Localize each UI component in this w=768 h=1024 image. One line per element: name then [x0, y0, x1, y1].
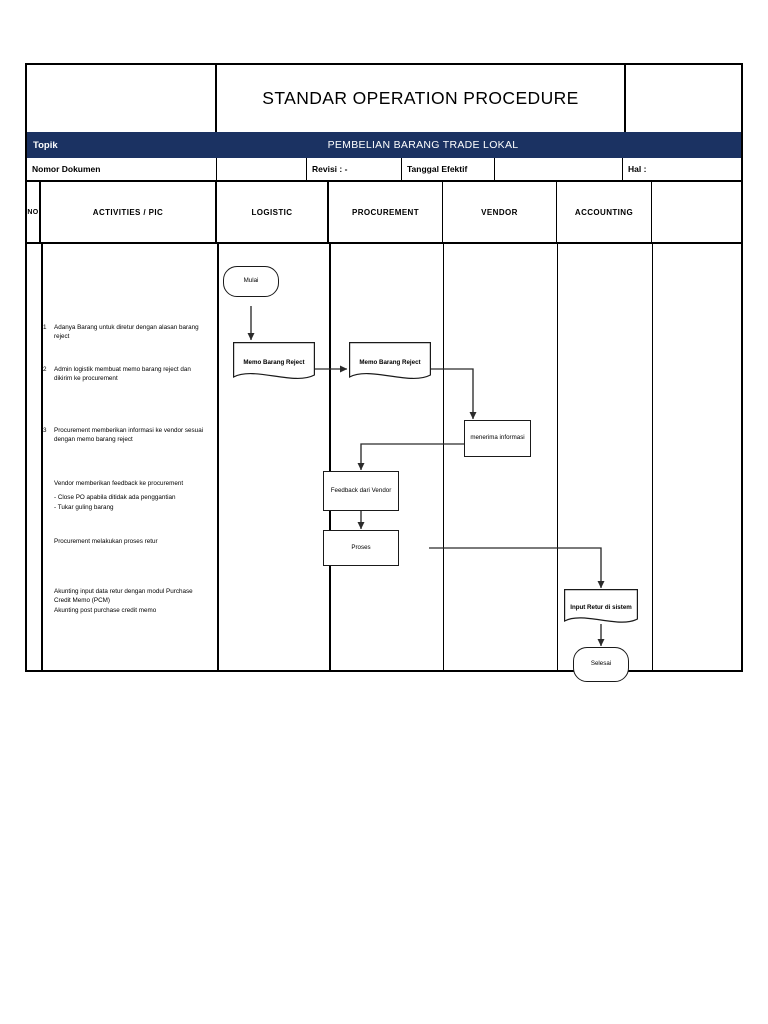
lane-divider-activities	[217, 244, 219, 670]
document-shape-icon	[564, 589, 638, 623]
lane-divider-logistic	[329, 244, 331, 670]
meta-nomor-value[interactable]	[217, 158, 307, 180]
meta-tanggal-value[interactable]	[495, 158, 623, 180]
activity-number	[43, 587, 54, 605]
activity-number: 2	[43, 366, 47, 373]
lane-divider-procurement	[443, 244, 444, 670]
flow-node-label: Selesai	[590, 660, 612, 668]
activity-number: 3	[43, 427, 47, 434]
meta-row: Nomor Dokumen Revisi : - Tanggal Efektif…	[27, 158, 741, 182]
activity-text: Akunting input data retur dengan modul P…	[54, 588, 193, 605]
flow-node-label: Mulai	[243, 277, 259, 285]
activity-item: Akunting post purchase credit memo	[43, 606, 209, 615]
flow-node-label: Feedback dari Vendor	[330, 486, 392, 494]
title-cell-main: STANDAR OPERATION PROCEDURE	[217, 65, 626, 132]
sop-sheet: STANDAR OPERATION PROCEDURE Topik PEMBEL…	[25, 63, 743, 682]
activity-text: Vendor memberikan feedback ke procuremen…	[54, 480, 184, 487]
activity-item: Vendor memberikan feedback ke procuremen…	[43, 479, 209, 488]
activity-item: - Close PO apabila ditidak ada pengganti…	[43, 493, 209, 502]
topic-value: PEMBELIAN BARANG TRADE LOKAL	[327, 139, 519, 151]
column-header-logistic: LOGISTIC	[217, 182, 329, 242]
column-header-accounting: ACCOUNTING	[557, 182, 652, 242]
title-cell-right	[626, 65, 741, 132]
flow-node-label: Proses	[351, 543, 371, 551]
activity-item: Procurement melakukan proses retur	[43, 537, 209, 546]
activity-number	[43, 537, 54, 546]
column-header-vendor: VENDOR	[443, 182, 557, 242]
flow-node-mulai[interactable]: Mulai	[223, 266, 279, 297]
activity-item: Akunting input data retur dengan modul P…	[43, 587, 209, 605]
meta-revisi: Revisi : -	[307, 158, 402, 180]
activity-text: Akunting post purchase credit memo	[54, 607, 157, 614]
meta-hal: Hal :	[628, 164, 647, 174]
lane-divider-vendor	[557, 244, 558, 670]
activity-text: Adanya Barang untuk diretur dengan alasa…	[54, 324, 199, 341]
meta-tanggal-efektif: Tanggal Efektif	[402, 158, 495, 180]
flow-node-label: Input Retur di sistem	[570, 603, 632, 611]
document-shape-icon	[233, 342, 315, 379]
flow-node-selesai[interactable]: Selesai	[573, 647, 629, 682]
flow-node-input-retur-di-sistem[interactable]: Input Retur di sistem	[564, 589, 638, 627]
swimlane-body: 1 Adanya Barang untuk diretur dengan ala…	[27, 244, 741, 682]
flow-node-label: menerima informasi	[470, 434, 525, 442]
flow-node-memo-barang-reject-logistic[interactable]: Memo Barang Reject	[233, 342, 315, 384]
activity-text: Admin logistik membuat memo barang rejec…	[54, 366, 191, 383]
activity-number	[43, 479, 54, 488]
activity-number	[43, 493, 54, 502]
document-shape-icon	[349, 342, 431, 379]
activity-item: - Tukar guling barang	[43, 503, 209, 512]
flow-node-memo-barang-reject-procurement[interactable]: Memo Barang Reject	[349, 342, 431, 384]
lane-divider-accounting	[652, 244, 653, 670]
activity-item: 1 Adanya Barang untuk diretur dengan ala…	[43, 323, 209, 341]
flow-node-label: Memo Barang Reject	[243, 358, 305, 366]
activity-number	[43, 606, 54, 615]
flow-node-menerima-informasi[interactable]: menerima informasi	[464, 420, 531, 457]
activity-text: Procurement memberikan informasi ke vend…	[54, 427, 204, 444]
activity-text: - Tukar guling barang	[54, 504, 114, 511]
activity-item: 2 Admin logistik membuat memo barang rej…	[43, 365, 209, 383]
flow-node-feedback-dari-vendor[interactable]: Feedback dari Vendor	[323, 471, 399, 511]
column-header-procurement: PROCUREMENT	[329, 182, 443, 242]
meta-nomor-dokumen: Nomor Dokumen	[27, 158, 217, 180]
activity-text: Procurement melakukan proses retur	[54, 538, 158, 545]
title-cell-logo	[27, 65, 217, 132]
title-row: STANDAR OPERATION PROCEDURE	[27, 65, 741, 132]
activity-number	[43, 503, 54, 512]
column-header-activities: ACTIVITIES / PIC	[41, 182, 217, 242]
activity-item: 3 Procurement memberikan informasi ke ve…	[43, 426, 209, 444]
document-title: STANDAR OPERATION PROCEDURE	[262, 88, 579, 108]
column-header-no: NO	[27, 182, 41, 242]
flow-node-label: Memo Barang Reject	[359, 358, 421, 366]
lane-divider-no	[41, 244, 43, 670]
column-header-row: NO ACTIVITIES / PIC LOGISTIC PROCUREMENT…	[27, 182, 741, 244]
flow-node-proses[interactable]: Proses	[323, 530, 399, 566]
activity-number: 1	[43, 324, 47, 331]
activity-text: - Close PO apabila ditidak ada pengganti…	[54, 494, 176, 501]
topic-row: Topik PEMBELIAN BARANG TRADE LOKAL	[27, 132, 741, 158]
topic-label: Topik	[33, 139, 58, 151]
column-header-extra	[652, 182, 741, 242]
